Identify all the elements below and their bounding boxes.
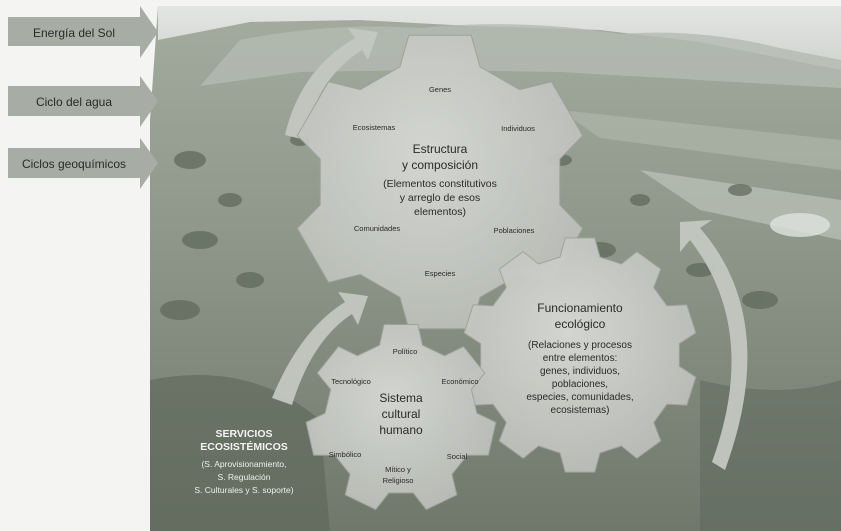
structure-tooth-individuals: Individuos <box>501 124 535 133</box>
input-arrow-water: Ciclo del agua <box>8 76 158 127</box>
structure-tooth-genes: Genes <box>429 85 451 94</box>
structure-title-line-2: y composición <box>402 158 478 172</box>
services-detail-line-3: S. Culturales y S. soporte) <box>194 485 293 495</box>
gear-culture <box>305 324 497 511</box>
structure-tooth-ecosystems: Ecosistemas <box>353 123 396 132</box>
gear-structure <box>296 34 584 330</box>
function-subtitle-line-3: genes, individuos, <box>540 366 620 377</box>
structure-labels: Estructura y composición (Elementos cons… <box>353 85 535 278</box>
structure-tooth-communities: Comunidades <box>354 224 401 233</box>
function-title-line-2: ecológico <box>555 317 606 331</box>
function-title-line-1: Funcionamiento <box>537 301 623 315</box>
structure-tooth-populations: Poblaciones <box>494 226 535 235</box>
input-label-sun: Energía del Sol <box>33 26 115 40</box>
input-arrow-sun: Energía del Sol <box>8 6 158 58</box>
culture-title-line-2: cultural <box>382 407 421 421</box>
function-subtitle-line-1: (Relaciones y procesos <box>528 340 632 351</box>
culture-tooth-social: Social <box>447 452 468 461</box>
input-arrow-geochemical: Ciclos geoquímicos <box>8 138 158 189</box>
input-label-water: Ciclo del agua <box>36 95 112 109</box>
function-subtitle-line-4: poblaciones, <box>552 379 608 390</box>
culture-tooth-technological: Tecnológico <box>331 377 371 386</box>
culture-tooth-political: Político <box>393 347 418 356</box>
culture-title-line-1: Sistema <box>379 391 423 405</box>
function-subtitle-line-5: especies, comunidades, <box>526 392 633 403</box>
services-block: SERVICIOS ECOSISTÉMICOS (S. Aprovisionam… <box>194 428 293 495</box>
services-title-line-1: SERVICIOS <box>216 428 273 440</box>
structure-subtitle-line-1: (Elementos constitutivos <box>383 178 497 190</box>
culture-tooth-mythic-line-2: Religioso <box>383 476 414 485</box>
gear-function-shape <box>463 237 697 473</box>
function-subtitle-line-2: entre elementos: <box>543 353 618 364</box>
arrow-culture-to-structure <box>272 292 368 405</box>
arrow-to-structure <box>285 28 378 140</box>
structure-subtitle-line-2: y arreglo de esos <box>400 192 481 204</box>
function-subtitle-line-6: ecosistemas) <box>551 405 610 416</box>
gear-structure-shape <box>296 34 584 330</box>
culture-labels: Sistema cultural humano Político Tecnoló… <box>329 347 479 485</box>
function-labels: Funcionamiento ecológico (Relaciones y p… <box>526 301 633 416</box>
culture-tooth-symbolic: Simbólico <box>329 450 362 459</box>
cycle-arrows <box>272 28 748 470</box>
structure-tooth-species: Especies <box>425 269 456 278</box>
services-detail-line-1: (S. Aprovisionamiento, <box>201 459 286 469</box>
structure-title-line-1: Estructura <box>413 142 468 156</box>
culture-tooth-economic: Económico <box>441 377 478 386</box>
services-title-line-2: ECOSISTÉMICOS <box>200 440 288 453</box>
arrow-function-cycle <box>680 220 748 470</box>
gear-function <box>463 237 697 473</box>
culture-title-line-3: humano <box>379 423 423 437</box>
services-detail-line-2: S. Regulación <box>218 472 271 482</box>
culture-tooth-mythic-line-1: Mítico y <box>385 465 411 474</box>
input-label-geochemical: Ciclos geoquímicos <box>22 157 126 171</box>
structure-subtitle-line-3: elementos) <box>414 206 466 218</box>
gear-culture-shape <box>305 324 497 511</box>
